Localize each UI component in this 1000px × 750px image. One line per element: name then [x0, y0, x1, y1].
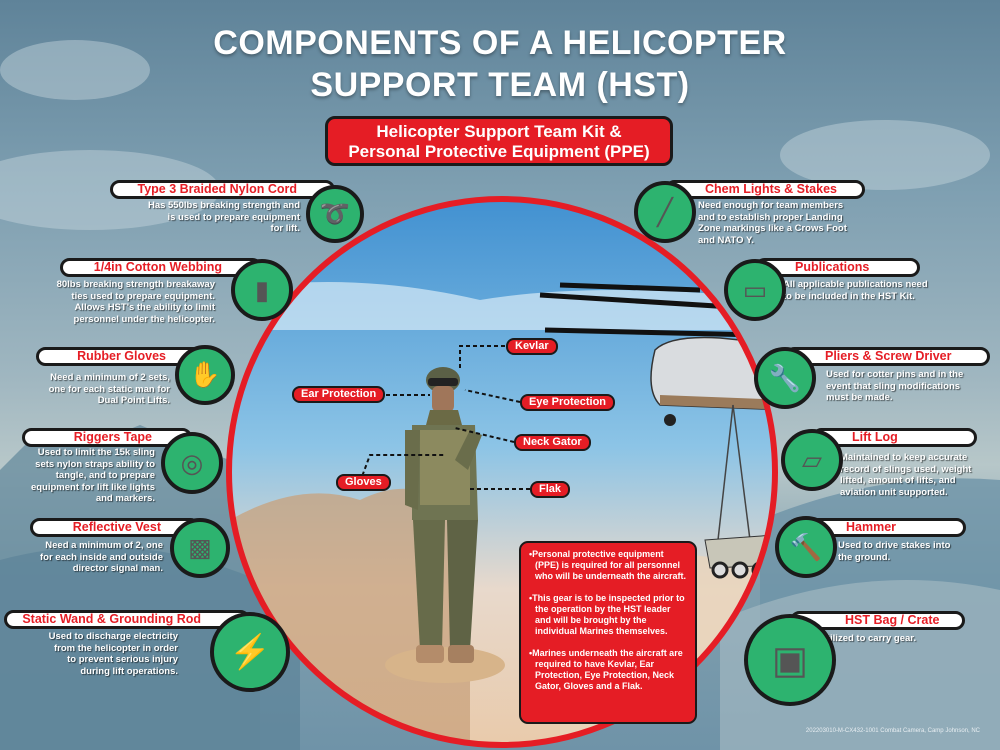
ppe-tag-eye-protection: Eye Protection — [520, 394, 616, 411]
item-label: Riggers Tape — [22, 428, 192, 447]
description-line: must be made. — [826, 392, 893, 403]
description-line: to prevent serious injury — [67, 654, 178, 665]
logbook-icon: ▱ — [781, 429, 843, 491]
description-line: for each inside and outside — [40, 551, 163, 563]
ppe-requirements-note: •Personal protective equipment (PPE) is … — [519, 541, 697, 724]
scene-circle-border — [226, 196, 778, 748]
description-line: aviation unit supported. — [840, 486, 948, 498]
description-line: one for each static man for — [48, 383, 170, 395]
description-line: and to establish proper Landing — [698, 211, 843, 223]
description-line: Allows HST's the ability to limit — [74, 302, 215, 313]
description-line: for lift. — [270, 223, 300, 234]
ppe-tag-kevlar: Kevlar — [506, 338, 558, 355]
rope-icon: ➰ — [306, 185, 364, 243]
ppe-tag-gloves: Gloves — [336, 474, 391, 491]
title-line: COMPONENTS OF A HELICOPTER — [213, 24, 787, 62]
chem-light-icon: ╱ — [634, 181, 696, 243]
description-line: Used to discharge electricity — [48, 631, 178, 642]
description-line: tangle, and to prepare — [55, 470, 155, 481]
kit-banner: Helicopter Support Team Kit & Personal P… — [325, 116, 673, 166]
item-label: 1/4in Cotton Webbing — [60, 258, 262, 277]
description-line: 80lbs breaking strength breakaway — [56, 279, 215, 290]
marine-in-ppe-illustration — [405, 367, 482, 663]
book-icon: ▭ — [724, 259, 786, 321]
gloves-icon: ✋ — [175, 345, 235, 405]
description-line: ties used to prepare equipment. — [71, 290, 215, 302]
ppe-tag-flak: Flak — [530, 481, 571, 498]
description-line: Has 550lbs breaking strength and — [147, 200, 300, 211]
description-line: Dual Point Lifts. — [97, 395, 170, 406]
note-bullet: •Marines underneath the aircraft are req… — [529, 648, 683, 691]
description-line: event that sling modifications — [826, 380, 961, 392]
banner-line: Helicopter Support Team Kit & — [376, 122, 622, 141]
item-label: Publications — [755, 258, 920, 277]
description-line: lifted, amount of lifts, and — [840, 475, 956, 486]
static-wand-icon: ⚡ — [210, 612, 290, 692]
cloud — [0, 40, 150, 100]
banner-line: Personal Protective Equipment (PPE) — [348, 142, 650, 161]
description-line: equipment for lift like lights — [30, 481, 155, 493]
pliers-screwdriver-icon: 🔧 — [754, 347, 816, 409]
item-label: Rubber Gloves — [36, 347, 205, 366]
description-line: the ground. — [838, 551, 891, 563]
item-label: Pliers & Screw Driver — [785, 347, 990, 366]
ppe-tag-neck-gator: Neck Gator — [514, 434, 591, 451]
item-label: Type 3 Braided Nylon Cord — [110, 180, 335, 199]
description-line: director signal man. — [72, 563, 163, 574]
vest-icon: ▩ — [170, 518, 230, 578]
description-line: sets nylon straps ability to — [35, 458, 155, 470]
item-label: Reflective Vest — [30, 518, 200, 537]
description-line: Need enough for team members — [698, 200, 844, 211]
description-line: Utilized to carry gear. — [820, 633, 917, 644]
description-line: Zone markings like a Crows Foot — [698, 223, 847, 234]
description-line: Used for cotter pins and in the — [826, 369, 964, 380]
ppe-tag-ear-protection: Ear Protection — [292, 386, 386, 403]
crate-icon: ▣ — [744, 614, 836, 706]
item-label: Static Wand & Grounding Rod — [4, 610, 250, 629]
description-line: from the helicopter in order — [53, 642, 178, 654]
description-line: record of slings used, weight — [840, 463, 972, 475]
item-label: Lift Log — [812, 428, 977, 447]
note-bullet: •Personal protective equipment (PPE) is … — [529, 549, 687, 581]
description-line: Need a minimum of 2 sets, — [50, 372, 170, 383]
item-label: Chem Lights & Stakes — [665, 180, 865, 199]
tape-icon: ◎ — [161, 432, 223, 494]
description-line: Need a minimum of 2, one — [45, 540, 163, 551]
item-description: Utilized to carry gear. — [820, 633, 970, 645]
description-line: personnel under the helicopter. — [73, 313, 215, 325]
poster-title: COMPONENTS OF A HELICOPTER SUPPORT TEAM … — [0, 22, 1000, 106]
item-description: Need a minimum of 2 sets,one for each st… — [10, 372, 170, 407]
description-line: Used to limit the 15k sling — [37, 447, 155, 458]
description-line: and markers. — [95, 493, 155, 504]
description-line: All applicable publications need — [783, 279, 928, 290]
hammer-icon: 🔨 — [775, 516, 837, 578]
title-line: SUPPORT TEAM (HST) — [310, 66, 690, 104]
note-bullet: •This gear is to be inspected prior to t… — [529, 593, 685, 636]
item-label: HST Bag / Crate — [790, 611, 965, 630]
description-line: Used to drive stakes into — [838, 540, 951, 551]
cloud — [780, 120, 990, 190]
spool-icon: ▮ — [231, 259, 293, 321]
description-line: and NATO Y. — [698, 234, 754, 246]
description-line: during lift operations. — [80, 665, 178, 677]
photo-credit: 202203010-M-CX432-1001 Combat Camera, Ca… — [805, 728, 980, 734]
description-line: Maintained to keep accurate — [840, 452, 968, 463]
description-line: is used to prepare equipment — [167, 211, 301, 223]
description-line: to be included in the HST Kit. — [783, 290, 915, 302]
